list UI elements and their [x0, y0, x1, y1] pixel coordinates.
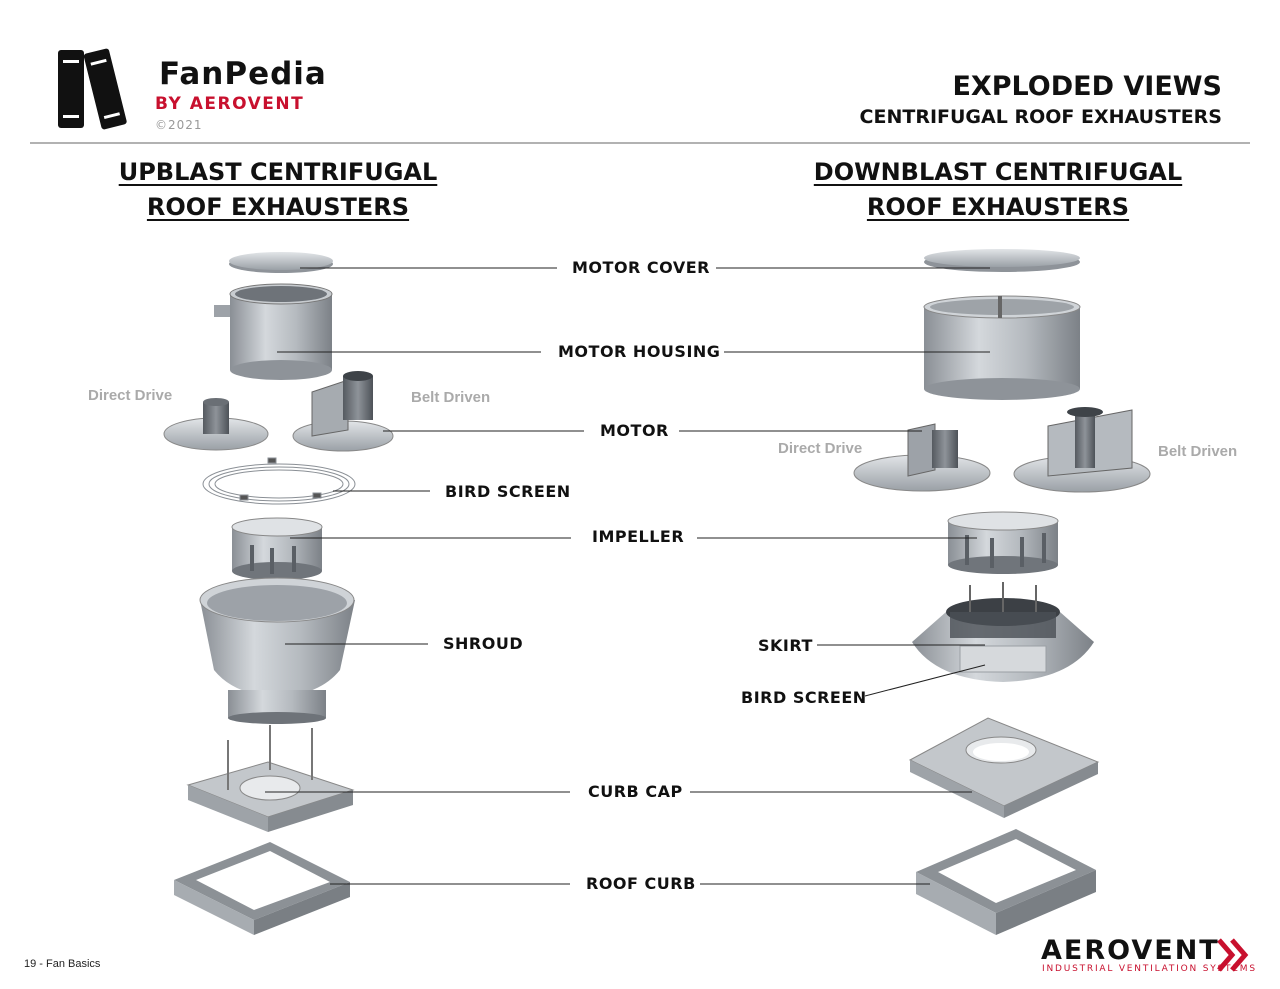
- page-title: EXPLODED VIEWS: [952, 71, 1222, 102]
- upblast-column-title: UPBLAST CENTRIFUGAL ROOF EXHAUSTERS: [78, 155, 478, 225]
- upblast-shroud: [199, 577, 355, 724]
- upblast-title-line1: UPBLAST CENTRIFUGAL: [118, 158, 438, 186]
- upblast-curb-cap: [186, 725, 355, 832]
- downblast-column-title: DOWNBLAST CENTRIFUGAL ROOF EXHAUSTERS: [778, 155, 1218, 225]
- label-direct-drive-right: Direct Drive: [778, 440, 863, 457]
- upblast-bird-screen: [202, 457, 356, 505]
- downblast-curb-cap: [908, 717, 1100, 818]
- logo-subtitle: by Aerovent: [155, 94, 305, 114]
- downblast-impeller: [947, 511, 1059, 574]
- upblast-motor-housing: [214, 283, 333, 380]
- upblast-motor-cover: [229, 252, 333, 273]
- upblast-direct-drive-motor: [163, 398, 269, 451]
- logo-copyright: ©2021: [155, 118, 203, 132]
- label-shroud: SHROUD: [443, 634, 524, 653]
- aerovent-tagline: Industrial Ventilation Systems: [1042, 964, 1257, 974]
- downblast-motor-cover: [924, 249, 1080, 272]
- label-motor-cover: MOTOR COVER: [572, 258, 710, 277]
- logo-title: FanPedia: [159, 56, 327, 92]
- downblast-roof-curb: [916, 829, 1096, 935]
- downblast-motor-housing: [923, 295, 1081, 400]
- upblast-title-line2: ROOF EXHAUSTERS: [146, 193, 410, 221]
- label-curb-cap: CURB CAP: [588, 782, 683, 801]
- label-motor-housing: MOTOR HOUSING: [558, 342, 721, 361]
- label-bird-screen-right: BIRD SCREEN: [741, 688, 867, 707]
- aerovent-chevron-icon: [1217, 938, 1249, 972]
- label-belt-driven-left: Belt Driven: [411, 389, 491, 406]
- label-roof-curb: ROOF CURB: [586, 874, 696, 893]
- upblast-impeller: [231, 517, 323, 580]
- page-subtitle: CENTRIFUGAL ROOF EXHAUSTERS: [859, 106, 1222, 128]
- leader-lines: [265, 267, 990, 885]
- downblast-direct-drive-motor: [853, 423, 991, 492]
- label-skirt: SKIRT: [758, 636, 813, 655]
- leader-bird-screen-right: [864, 664, 986, 697]
- label-motor: MOTOR: [600, 421, 669, 440]
- label-belt-driven-right: Belt Driven: [1158, 443, 1238, 460]
- downblast-skirt: [912, 582, 1094, 682]
- label-bird-screen-left: BIRD SCREEN: [445, 482, 571, 501]
- aerovent-brand-name: AEROVENT: [1041, 935, 1220, 966]
- label-impeller: IMPELLER: [592, 527, 685, 546]
- downblast-title-line2: ROOF EXHAUSTERS: [866, 193, 1130, 221]
- downblast-belt-driven-motor: [1013, 407, 1151, 493]
- upblast-roof-curb: [174, 842, 350, 935]
- book-logo-icon: [58, 48, 127, 130]
- label-direct-drive-left: Direct Drive: [88, 387, 173, 404]
- downblast-title-line1: DOWNBLAST CENTRIFUGAL: [813, 158, 1183, 186]
- page-footer: 19 - Fan Basics: [24, 958, 101, 970]
- upblast-belt-driven-motor: [292, 371, 394, 452]
